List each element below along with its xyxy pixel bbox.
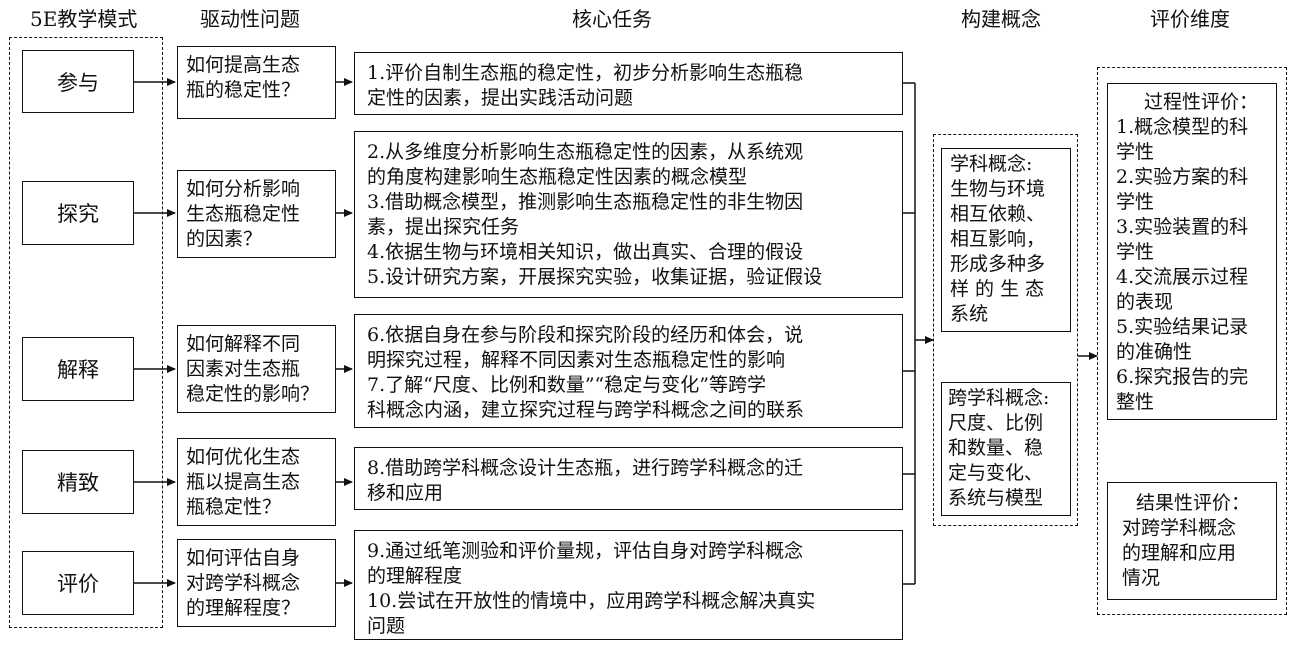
question-line: 瓶稳定性？ [186,496,282,518]
task-line: 4.依据生物与环境相关知识，做出真实、合理的假设 [367,241,804,263]
question-line: 如何评估自身 [186,547,301,569]
task-line: 1.评价自制生态瓶的稳定性，初步分析影响生态瓶稳 [367,62,804,84]
evaluation-line: 的理解和应用 [1122,542,1237,564]
task-line: 定性的因素，提出实践活动问题 [367,87,634,109]
evaluation-line: 6.探究报告的完 [1116,366,1249,388]
evaluation-line: 1.概念模型的科 [1116,116,1249,138]
question-box: 如何分析影响 生态瓶稳定性 的因素？ [177,170,336,258]
evaluation-line: 过程性评价： [1144,91,1259,113]
stage-label: 精致 [57,471,99,495]
header-evaluation: 评价维度 [1150,7,1230,31]
evaluation-line: 4.交流展示过程 [1116,266,1249,288]
task-box: 2.从多维度分析影响生态瓶稳定性的因素，从系统观 的角度构建影响生态瓶稳定性因素… [354,131,903,298]
concept-line: 跨学科概念: [948,387,1050,409]
question-line: 如何提高生态 [186,54,301,76]
question-line: 的理解程度？ [186,597,301,619]
task-line: 9.通过纸笔测验和评价量规，评估自身对跨学科概念 [367,540,804,562]
task-box: 9.通过纸笔测验和评价量规，评估自身对跨学科概念 的理解程度 10.尝试在开放性… [354,530,903,640]
question-line: 的因素？ [186,228,263,250]
discipline-concept-box: 学科概念: 生物与环境 相互依赖、 相互影响， 形成多种多 样 的 生 态 系统 [941,148,1071,332]
question-line: 因素对生态瓶 [186,358,301,380]
evaluation-line: 学性 [1116,141,1155,163]
question-line: 稳定性的影响？ [186,383,320,405]
evaluation-line: 的表现 [1116,291,1174,313]
stage-evaluate: 评价 [22,551,134,615]
task-line: 10.尝试在开放性的情境中，应用跨学科概念解决真实 [367,590,816,612]
stage-column [9,37,163,628]
evaluation-line: 3.实验装置的科 [1116,216,1249,238]
header-model: 5E教学模式 [30,7,138,31]
question-box: 如何解释不同 因素对生态瓶 稳定性的影响？ [177,325,336,413]
task-line: 明探究过程，解释不同因素对生态瓶稳定性的影响 [367,349,786,371]
header-tasks: 核心任务 [572,7,652,31]
crossdiscipline-concept-box: 跨学科概念: 尺度、比例 和数量、稳 定与变化、 系统与模型 [941,382,1071,516]
task-line: 的角度构建影响生态瓶稳定性因素的概念模型 [367,166,748,188]
concept-line: 系统与模型 [948,487,1044,509]
concept-line: 系统 [950,303,989,325]
evaluation-line: 整性 [1116,391,1155,413]
question-line: 对跨学科概念 [186,572,301,594]
task-line: 3.借助概念模型，推测影响生态瓶稳定性的非生物因 [367,191,804,213]
concept-line: 定与变化、 [948,462,1044,484]
header-questions: 驱动性问题 [200,7,300,31]
stage-elaborate: 精致 [22,450,134,514]
question-box: 如何评估自身 对跨学科概念 的理解程度？ [177,539,336,627]
task-line: 问题 [367,615,406,637]
evaluation-line: 2.实验方案的科 [1116,166,1249,188]
task-line: 6.依据自身在参与阶段和探究阶段的经历和体会，说 [367,324,804,346]
task-line: 素，提出探究任务 [367,216,520,238]
evaluation-line: 的准确性 [1116,341,1193,363]
task-line: 2.从多维度分析影响生态瓶稳定性的因素，从系统观 [367,141,804,163]
process-evaluation-box: 过程性评价： 1.概念模型的科 学性 2.实验方案的科 学性 3.实验装置的科 … [1107,83,1277,420]
concepts-column [933,134,1078,526]
concept-line: 形成多种多 [950,253,1046,275]
header-concepts: 构建概念 [961,7,1041,31]
stage-explain: 解释 [22,337,134,401]
stage-label: 解释 [57,358,99,382]
result-evaluation-box: 结果性评价： 对跨学科概念 的理解和应用 情况 [1107,482,1277,600]
concept-line: 样 的 生 态 [950,278,1045,300]
evaluation-line: 对跨学科概念 [1122,517,1237,539]
task-line: 科概念内涵，建立探究过程与跨学科概念之间的联系 [367,399,805,421]
question-line: 如何解释不同 [186,333,301,355]
evaluation-line: 情况 [1122,567,1161,589]
evaluation-line: 5.实验结果记录 [1116,316,1249,338]
task-box: 8.借助跨学科概念设计生态瓶，进行跨学科概念的迁 移和应用 [354,447,903,510]
question-box: 如何提高生态 瓶的稳定性？ [177,46,336,119]
concept-line: 学科概念: [950,153,1033,175]
question-line: 如何优化生态 [186,446,301,468]
stage-label: 评价 [57,572,99,596]
question-line: 如何分析影响 [186,178,301,200]
evaluation-column [1097,67,1287,615]
question-box: 如何优化生态 瓶以提高生态 瓶稳定性？ [177,438,336,526]
evaluation-line: 学性 [1116,191,1155,213]
stage-engage: 参与 [22,50,134,113]
task-box: 1.评价自制生态瓶的稳定性，初步分析影响生态瓶稳 定性的因素，提出实践活动问题 [354,52,903,115]
task-line: 移和应用 [367,482,444,504]
question-line: 瓶的稳定性？ [186,79,301,101]
stage-label: 探究 [57,202,99,226]
stage-label: 参与 [57,70,99,95]
task-box: 6.依据自身在参与阶段和探究阶段的经历和体会，说 明探究过程，解释不同因素对生态… [354,314,903,428]
question-line: 生态瓶稳定性 [186,203,301,225]
task-line: 8.借助跨学科概念设计生态瓶，进行跨学科概念的迁 [367,457,804,479]
task-line: 5.设计研究方案，开展探究实验，收集证据，验证假设 [367,266,823,288]
task-line: 7.了解“尺度、比例和数量”“稳定与变化”等跨学 [367,374,766,396]
concept-line: 生物与环境 [950,178,1046,200]
task-line: 的理解程度 [367,565,463,587]
evaluation-line: 学性 [1116,241,1155,263]
evaluation-line: 结果性评价： [1136,492,1251,514]
stage-explore: 探究 [22,181,134,245]
concept-line: 和数量、稳 [948,437,1044,459]
question-line: 瓶以提高生态 [186,471,301,493]
concept-line: 相互影响， [950,228,1046,250]
concept-line: 尺度、比例 [948,412,1044,434]
concept-line: 相互依赖、 [950,203,1046,225]
